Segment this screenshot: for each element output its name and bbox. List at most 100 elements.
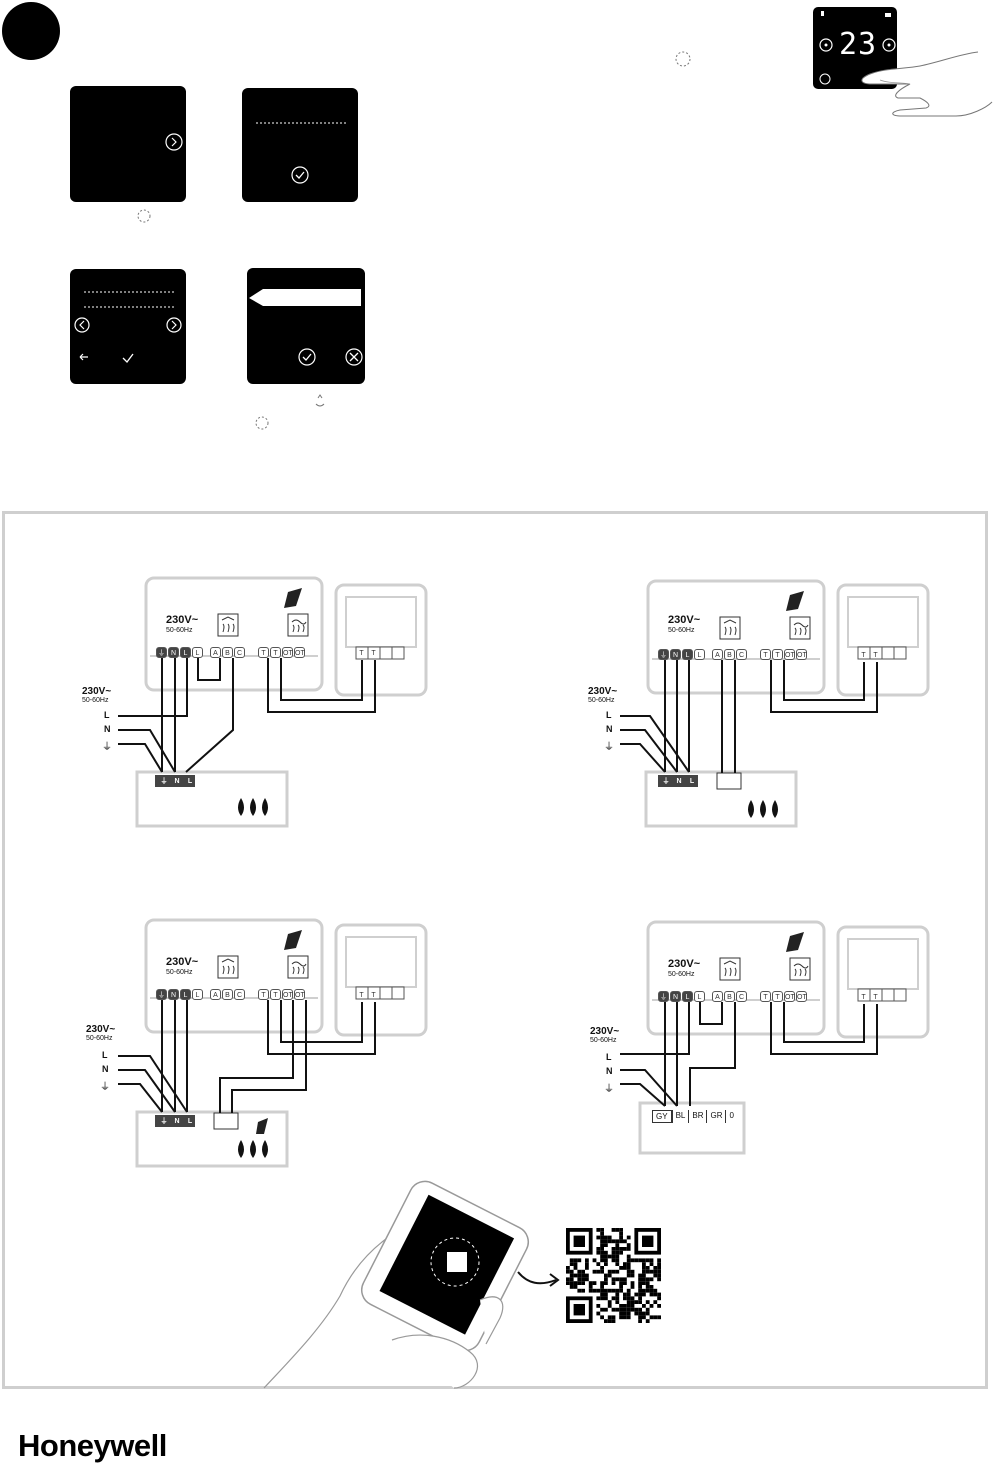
terminal-l1: L [180, 647, 191, 658]
terminal-t2: T [270, 989, 281, 1000]
boiler-terminal-n: N [174, 1118, 180, 1125]
terminal-ot1: OT [784, 649, 795, 660]
terminal-l1: L [682, 649, 693, 660]
back-arrow-icon[interactable] [76, 349, 94, 367]
touch-point-icon [255, 394, 325, 430]
terminal-ot2: OT [294, 647, 305, 658]
earth-icon: ⏚ [604, 742, 614, 753]
terminal-l2: L [694, 649, 705, 660]
confirm-check-icon[interactable] [297, 347, 317, 367]
terminal-ot1: OT [282, 989, 293, 1000]
mains-live-label: L [606, 710, 612, 720]
stat-terminal-t1: T [861, 994, 866, 1001]
supply-freq-label: 50-60Hz [82, 697, 109, 704]
receiver-freq-label: 50-60Hz [668, 971, 695, 978]
terminal-a: A [712, 991, 723, 1002]
terminal-l1: L [682, 991, 693, 1002]
earth-icon: ⏚ [100, 1082, 110, 1093]
receiver-voltage-label: 230V~ [668, 958, 701, 970]
mains-neutral-label: N [104, 724, 111, 734]
receiver-voltage-label: 230V~ [166, 614, 199, 626]
cancel-x-icon[interactable] [344, 347, 364, 367]
boiler-terminal-l1: L [187, 1118, 193, 1125]
supply-freq-label: 50-60Hz [588, 697, 615, 704]
terminal-c: C [736, 649, 747, 660]
boiler-terminal-n: N [676, 778, 682, 785]
receiver-voltage-label: 230V~ [166, 956, 199, 968]
terminal-b: B [222, 647, 233, 658]
terminal-c: C [234, 989, 245, 1000]
terminal-c: C [234, 647, 245, 658]
terminal-n: N [670, 991, 681, 1002]
terminal-ot2: OT [796, 991, 807, 1002]
receiver-voltage-label: 230V~ [668, 614, 701, 626]
stat-terminal-t2: T [371, 992, 376, 999]
terminal-t2: T [772, 991, 783, 1002]
terminal-n: N [168, 647, 179, 658]
setup-screen-4 [247, 268, 365, 384]
next-arrow-icon[interactable] [164, 132, 184, 152]
terminal-a: A [210, 647, 221, 658]
receiver-freq-label: 50-60Hz [668, 627, 695, 634]
supply-freq-label: 50-60Hz [86, 1035, 113, 1042]
next-arrow-icon[interactable] [166, 317, 184, 335]
honeywell-logo: Honeywell [18, 1428, 167, 1463]
earth-icon: ⏚ [102, 742, 112, 753]
boiler-terminal-4: 0 [725, 1110, 736, 1123]
terminal-l2: L [192, 989, 203, 1000]
mains-live-label: L [606, 1052, 612, 1062]
supply-voltage-label: 230V~ [590, 1026, 620, 1037]
terminal-ot2: OT [796, 649, 807, 660]
supply-voltage-label: 230V~ [82, 686, 112, 697]
terminal-t1: T [258, 989, 269, 1000]
terminal-n: N [670, 649, 681, 660]
terminal-ot2: OT [294, 989, 305, 1000]
earth-icon: ⏚ [604, 1084, 614, 1095]
boiler-terminal-2: BR [688, 1110, 706, 1123]
boiler-terminal-earth: ⏚ [662, 778, 670, 785]
terminal-t1: T [258, 647, 269, 658]
terminal-b: B [724, 649, 735, 660]
stat-terminal-t2: T [371, 650, 376, 657]
supply-voltage-label: 230V~ [86, 1024, 116, 1035]
terminal-t1: T [760, 649, 771, 660]
stat-terminal-t1: T [861, 652, 866, 659]
boiler-terminal-3: GR [706, 1110, 725, 1123]
boiler-terminal-n: N [174, 778, 180, 785]
touch-point-icon [137, 209, 151, 223]
boiler-terminal-1: BL [671, 1110, 689, 1123]
setup-screen-3 [70, 269, 186, 384]
setup-screen-2 [242, 88, 358, 202]
terminal-earth: ⏚ [156, 647, 167, 658]
confirm-check-icon[interactable] [290, 165, 310, 185]
stat-terminal-t2: T [873, 994, 878, 1001]
terminal-earth: ⏚ [658, 649, 669, 660]
mains-neutral-label: N [606, 1066, 613, 1076]
terminal-a: A [210, 989, 221, 1000]
mains-neutral-label: N [102, 1064, 109, 1074]
temperature-readout: 23 [839, 27, 878, 62]
terminal-l2: L [192, 647, 203, 658]
boiler-terminal-l1: L [187, 778, 193, 785]
supply-freq-label: 50-60Hz [590, 1037, 617, 1044]
stat-terminal-t2: T [873, 652, 878, 659]
boiler-terminal-l1: L [689, 778, 695, 785]
touch-point-icon [675, 51, 691, 67]
boiler-terminal-earth: ⏚ [160, 1118, 168, 1125]
terminal-earth: ⏚ [658, 991, 669, 1002]
terminal-t2: T [772, 649, 783, 660]
terminal-n: N [168, 989, 179, 1000]
mains-neutral-label: N [606, 724, 613, 734]
mains-live-label: L [102, 1050, 108, 1060]
stat-terminal-t1: T [359, 650, 364, 657]
stat-terminal-t1: T [359, 992, 364, 999]
terminal-ot1: OT [282, 647, 293, 658]
terminal-a: A [712, 649, 723, 660]
terminal-l1: L [180, 989, 191, 1000]
terminal-t1: T [760, 991, 771, 1002]
boiler-terminal-0: GY [652, 1110, 672, 1123]
terminal-b: B [222, 989, 233, 1000]
check-icon[interactable] [120, 349, 138, 367]
prev-arrow-icon[interactable] [74, 317, 92, 335]
